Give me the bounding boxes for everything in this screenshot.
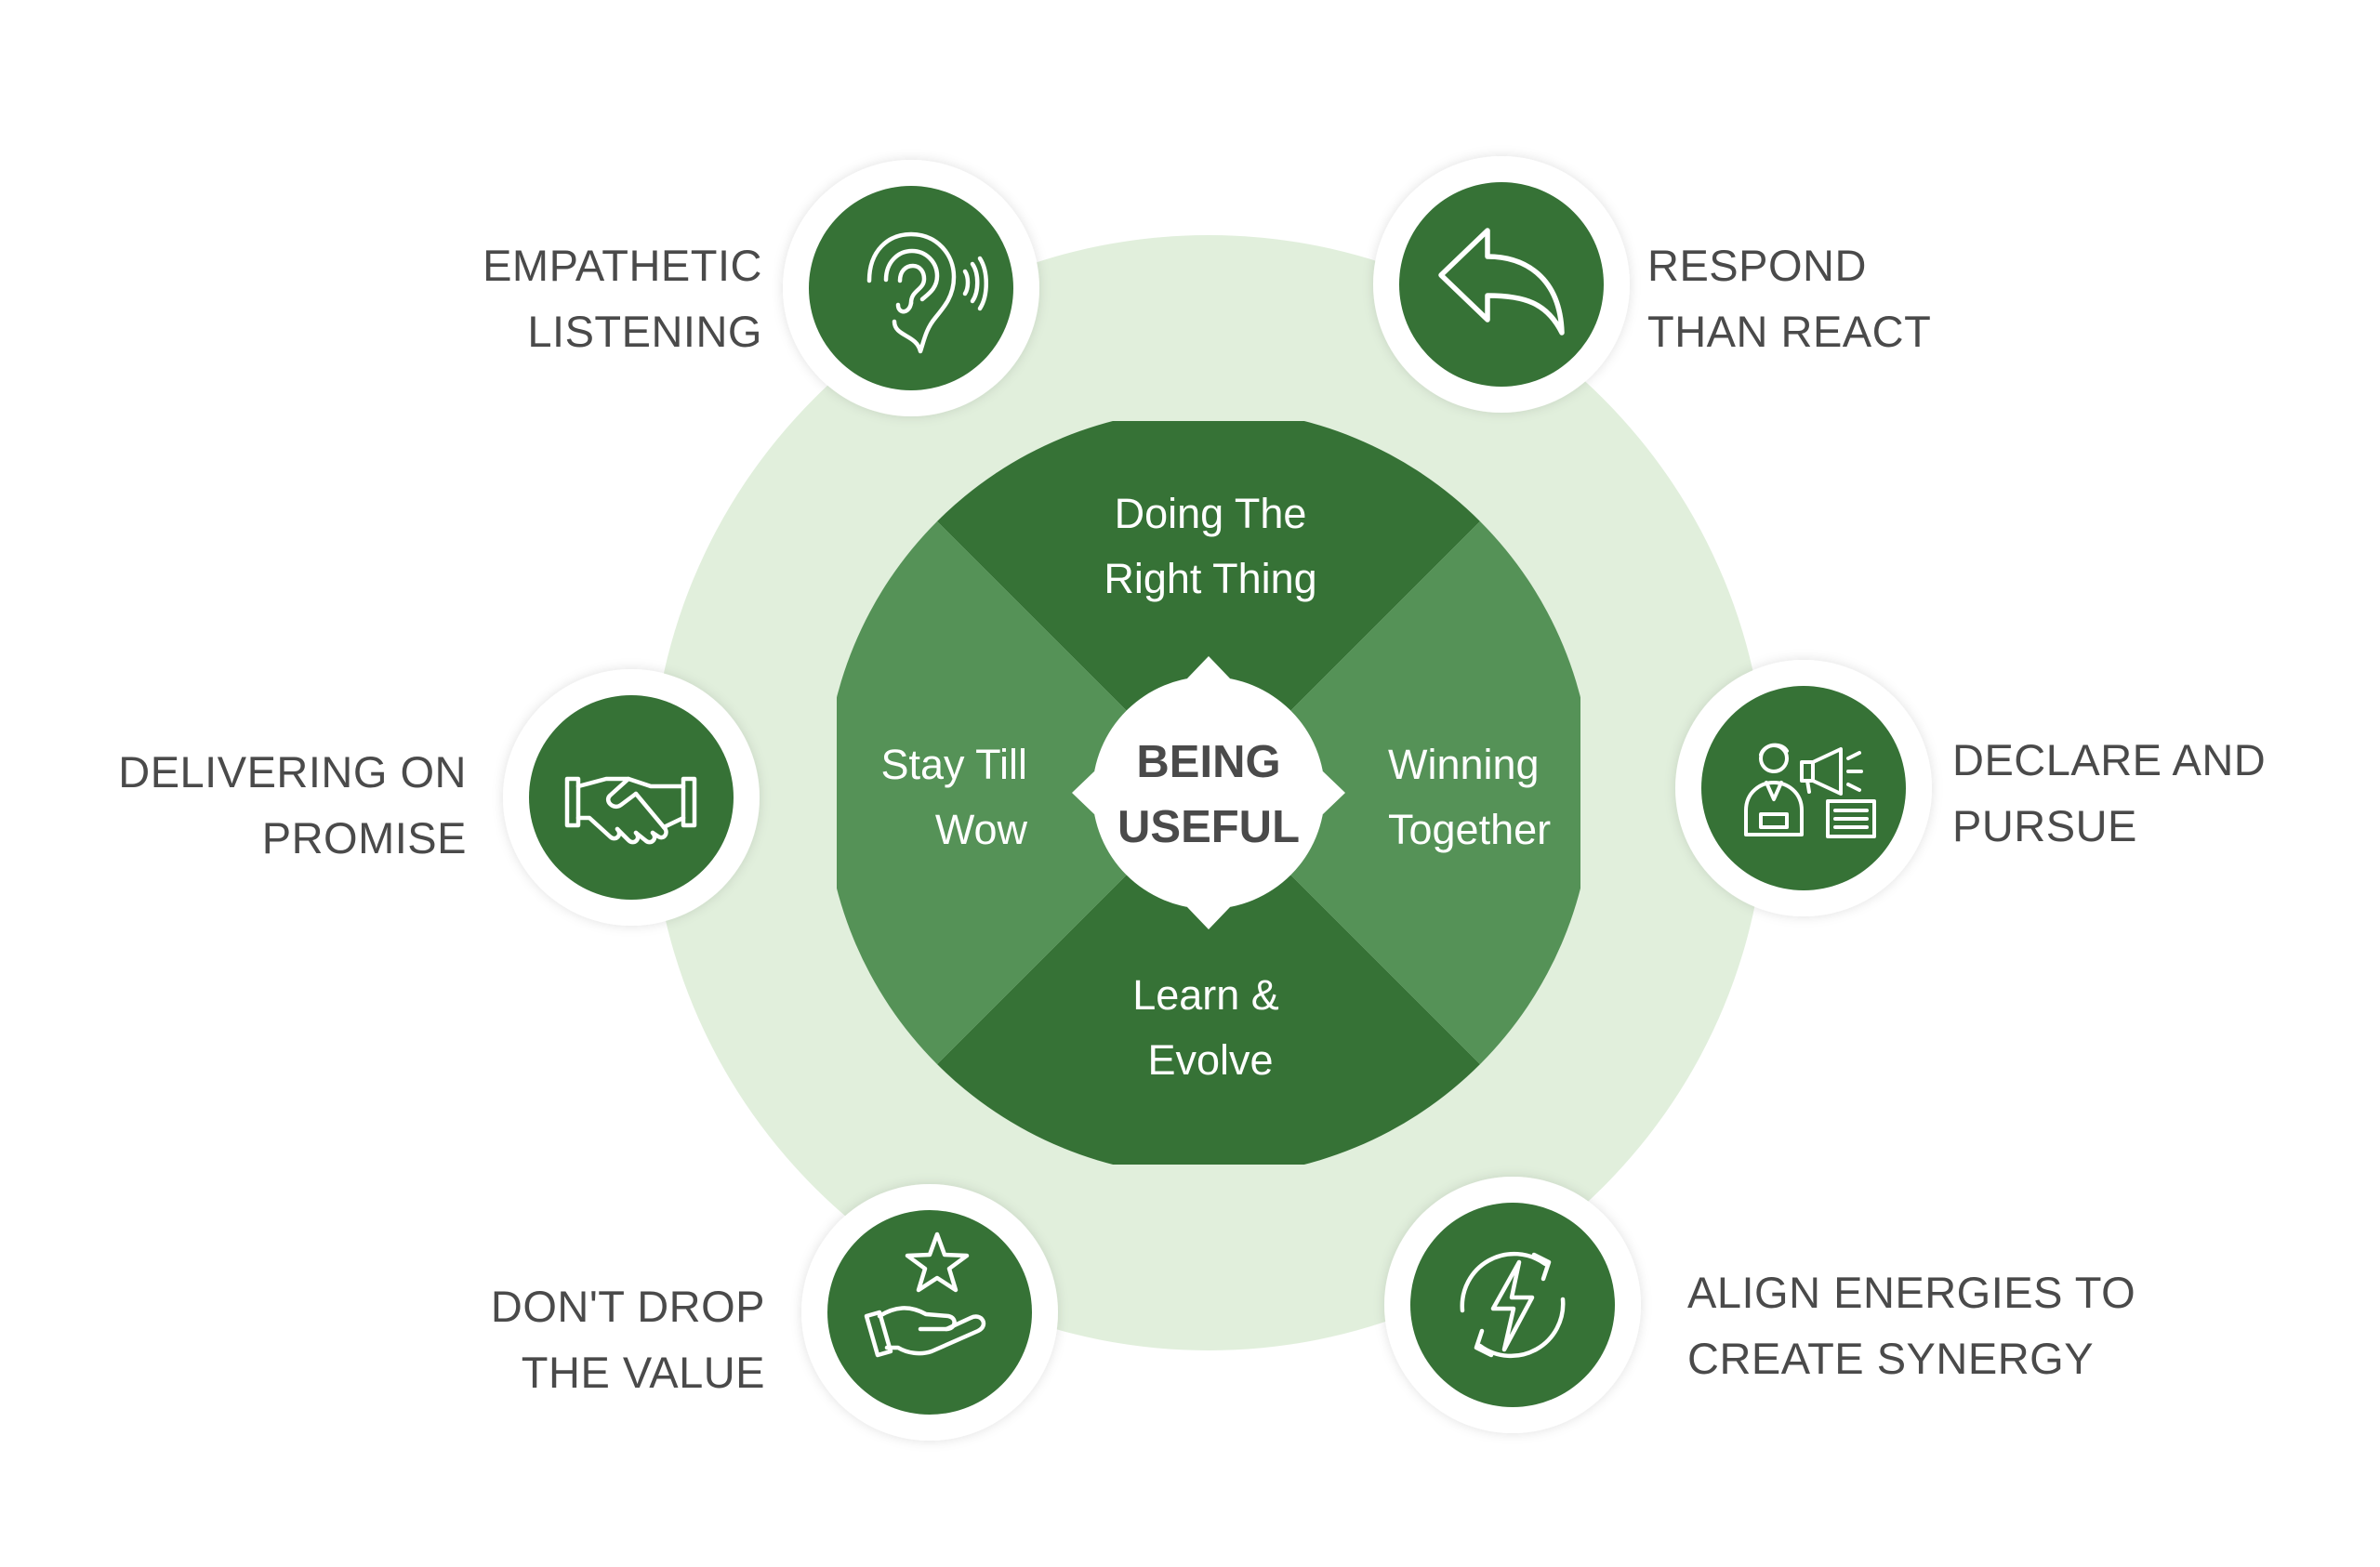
- reply-arrow-icon: [1438, 228, 1565, 336]
- label-align-energies: ALIGN ENERGIES TO CREATE SYNERGY: [1687, 1259, 2135, 1391]
- label-respond-than-react-line1: RESPOND: [1647, 241, 1867, 290]
- ear-icon: [866, 231, 988, 354]
- center-circle: [1092, 677, 1325, 909]
- label-delivering-on-promise-line1: DELIVERING ON: [118, 747, 467, 797]
- label-align-energies-line1: ALIGN ENERGIES TO: [1687, 1268, 2136, 1317]
- label-empathetic-listening: EMPATHETIC LISTENING: [483, 232, 762, 364]
- label-respond-than-react-line2: THAN REACT: [1647, 307, 1932, 356]
- quadrant-wheel: [837, 421, 1580, 1165]
- label-align-energies-line2: CREATE SYNERGY: [1687, 1334, 2095, 1383]
- quadrant-left-segment: [837, 421, 1209, 1165]
- quadrant-left-label-line2: Wow: [935, 806, 1028, 853]
- energy-cycle-icon: [1460, 1251, 1566, 1359]
- label-empathetic-listening-line2: LISTENING: [527, 307, 762, 356]
- quadrant-right-segment: [1209, 421, 1580, 1165]
- handshake-icon: [564, 776, 697, 845]
- quadrant-top-segment: [837, 421, 1580, 793]
- hand-star-icon: [864, 1231, 986, 1358]
- label-empathetic-listening-line1: EMPATHETIC: [483, 241, 762, 290]
- label-delivering-on-promise-line2: PROMISE: [261, 813, 467, 863]
- node-declare-and-pursue: [1675, 660, 1932, 916]
- node-dont-drop-the-value: [801, 1184, 1058, 1441]
- node-align-energies: [1384, 1177, 1641, 1433]
- label-dont-drop-the-value-line1: DON'T DROP: [490, 1282, 765, 1331]
- quadrant-bottom-label-line1: Learn &: [1132, 971, 1279, 1019]
- quadrant-right-label-line2: Together: [1388, 806, 1551, 853]
- label-declare-and-pursue: DECLARE AND PURSUE: [1952, 727, 2266, 859]
- label-dont-drop-the-value-line2: THE VALUE: [521, 1348, 765, 1397]
- node-respond-than-react: [1373, 156, 1630, 413]
- quadrant-top-label-line1: Doing The: [1115, 490, 1307, 537]
- label-declare-and-pursue-line1: DECLARE AND: [1952, 735, 2267, 784]
- megaphone-presenter-icon: [1744, 743, 1876, 838]
- quadrant-left-label-line1: Stay Till: [880, 741, 1027, 788]
- label-declare-and-pursue-line2: PURSUE: [1952, 801, 2137, 850]
- quadrant-bottom-label-line2: Evolve: [1147, 1036, 1273, 1084]
- label-dont-drop-the-value: DON'T DROP THE VALUE: [491, 1273, 765, 1405]
- label-delivering-on-promise: DELIVERING ON PROMISE: [118, 739, 467, 871]
- center-title-line1: BEING: [1136, 737, 1280, 787]
- center-title-line2: USEFUL: [1117, 802, 1300, 852]
- center-badge: BEING USEFUL: [1072, 656, 1345, 929]
- quadrant-bottom-segment: [837, 793, 1580, 1165]
- quadrant-top-label-line2: Right Thing: [1104, 555, 1316, 602]
- node-delivering-on-promise: [503, 669, 760, 926]
- label-respond-than-react: RESPOND THAN REACT: [1647, 232, 1931, 364]
- node-empathetic-listening: [783, 160, 1039, 416]
- quadrant-right-label-line1: Winning: [1388, 741, 1540, 788]
